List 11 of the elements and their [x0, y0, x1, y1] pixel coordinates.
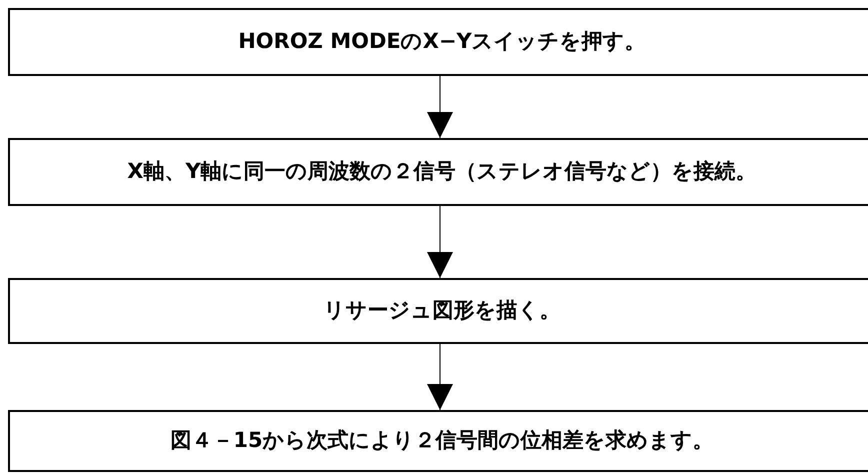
step-text: リサージュ図形を描く。: [324, 297, 562, 324]
arrow: [427, 344, 453, 410]
step-text: X軸、Y軸に同一の周波数の２信号（ステレオ信号など）を接続。: [127, 158, 758, 186]
step-text: HOROZ MODEのX−Yスイッチを押す。: [238, 28, 647, 56]
process-box: [8, 138, 868, 206]
process-box: [8, 8, 868, 76]
step-text: 図４－15から次式により２信号間の位相差を求めます。: [170, 427, 715, 454]
arrow: [427, 76, 453, 138]
arrow: [427, 206, 453, 278]
process-box: [8, 410, 868, 472]
process-box: [8, 278, 868, 344]
